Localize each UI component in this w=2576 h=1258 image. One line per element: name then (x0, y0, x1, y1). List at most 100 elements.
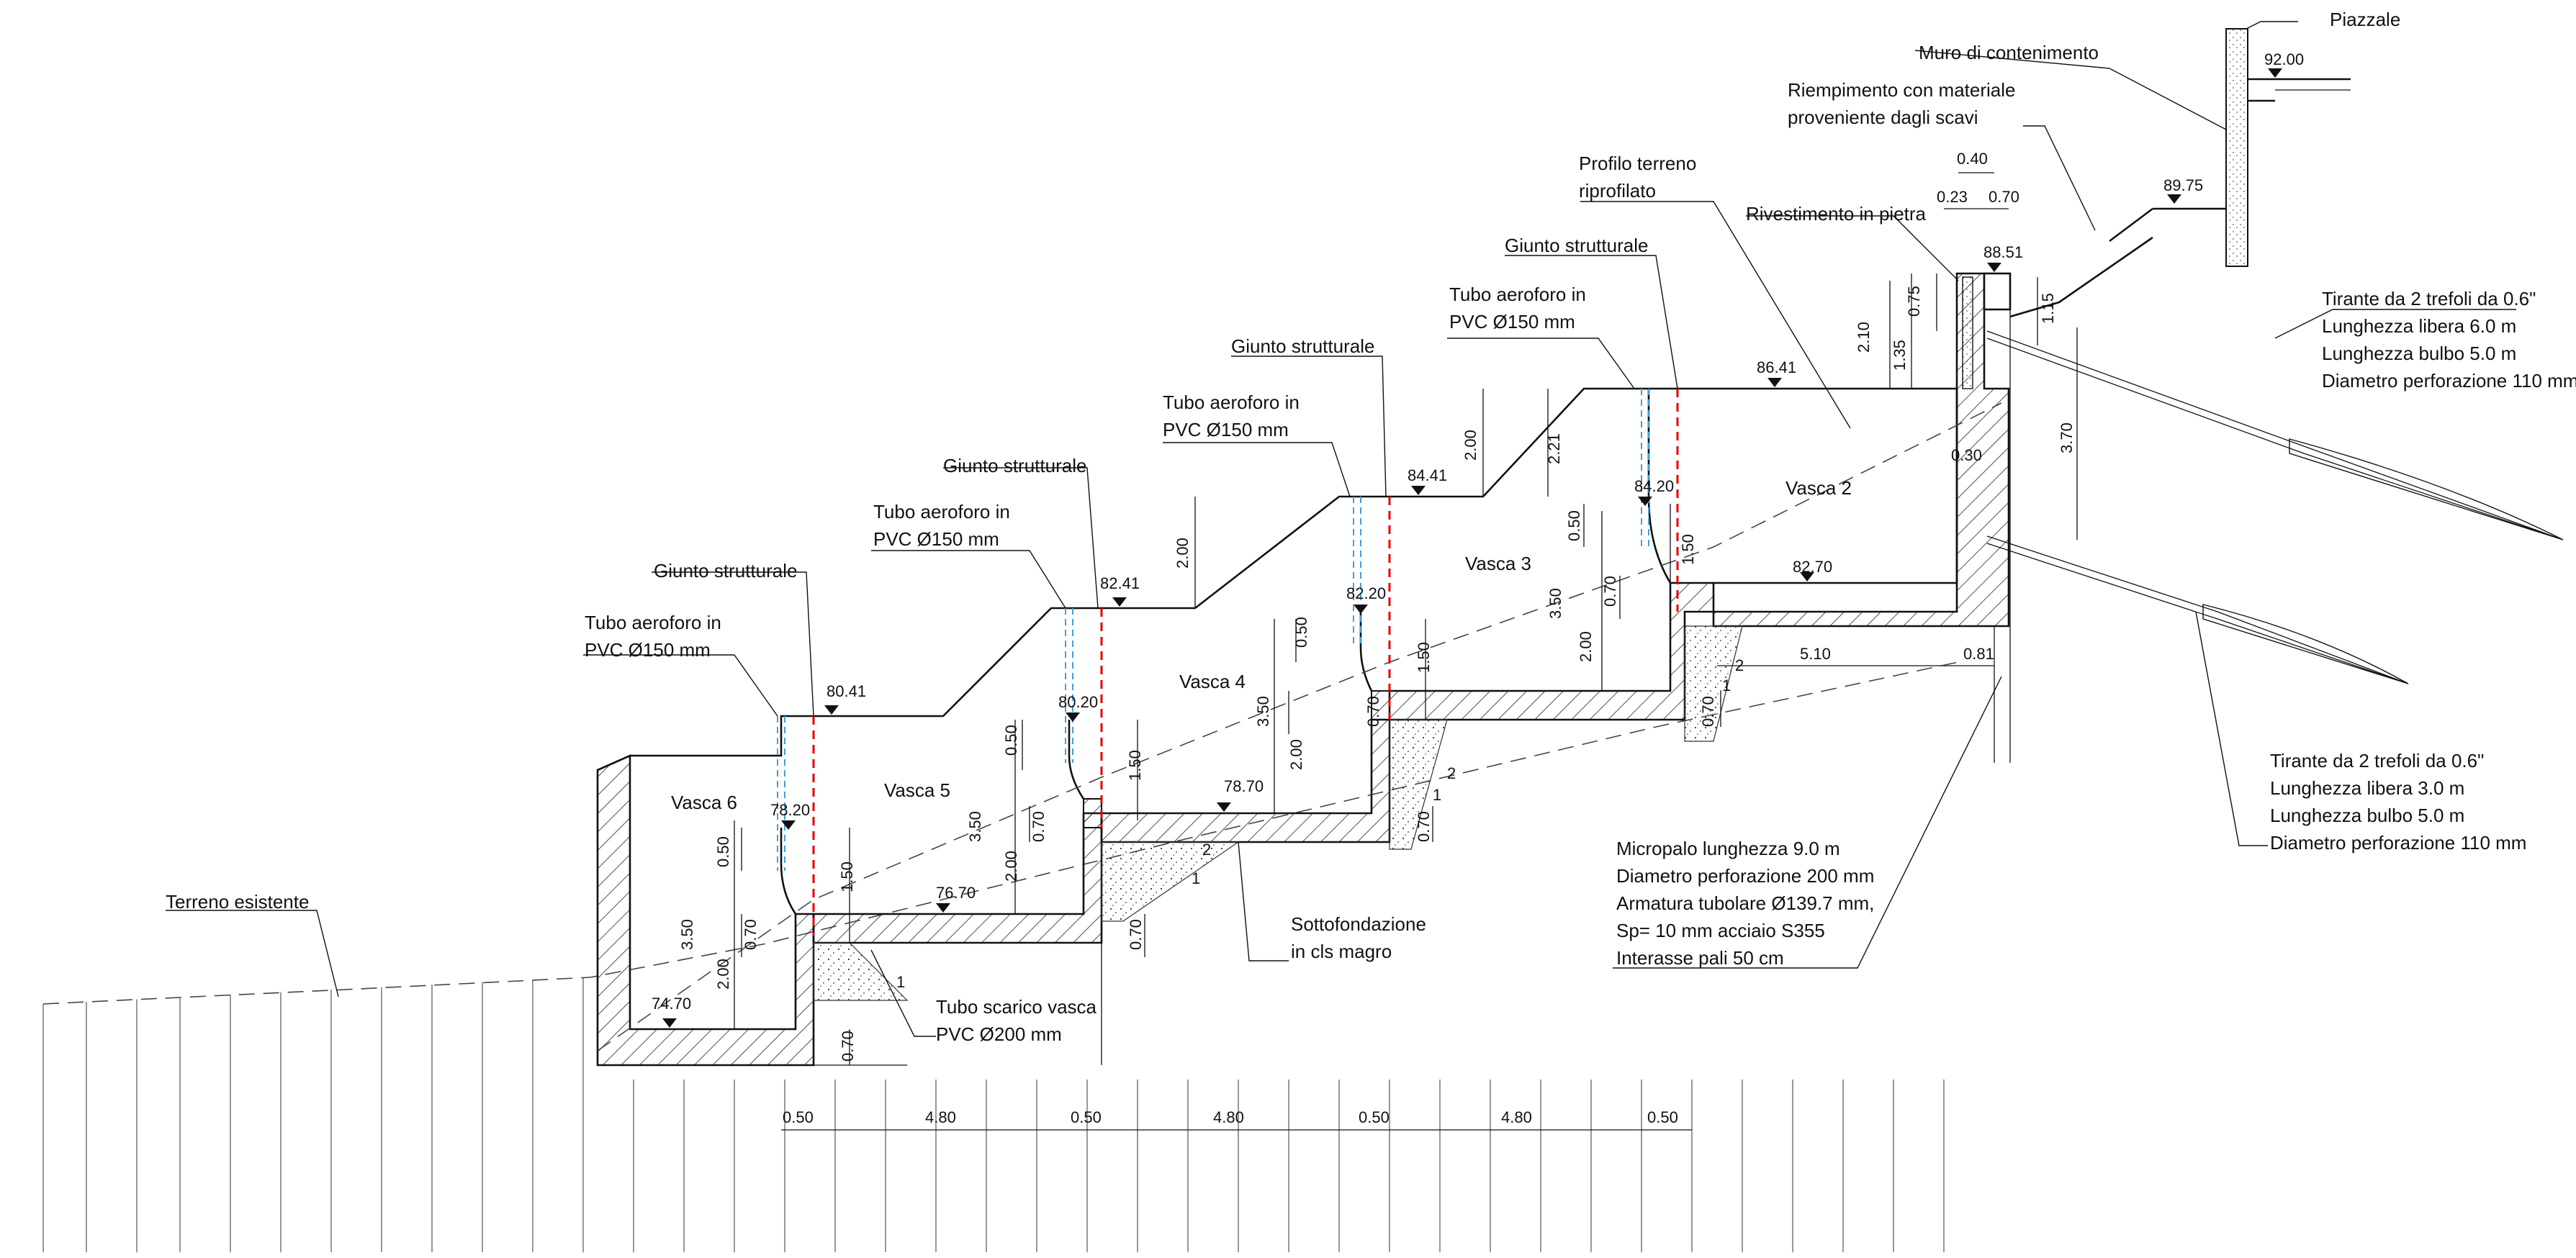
elev-wall-top: 88.51 (1983, 243, 2023, 261)
label-tubo-2b: PVC Ø150 mm (1163, 419, 1289, 440)
micropile-note: Micropalo lunghezza 9.0 m Diametro perfo… (1616, 838, 1874, 969)
micropalo-line5: Interasse pali 50 cm (1616, 947, 1784, 969)
label-vasca-2: Vasca 2 (1785, 477, 1852, 499)
dim-bottom-480-c: 4.80 (1501, 1108, 1532, 1126)
tirante-lower-line2: Lunghezza libera 3.0 m (2270, 777, 2464, 799)
vasca-2-structure (1712, 272, 2012, 763)
label-tubo-2a: Tubo aeroforo in (1163, 392, 1300, 413)
label-rivestimento: Rivestimento in pietra (1746, 203, 1927, 225)
dim-350-v6: 3.50 (678, 919, 696, 950)
dim-150-v4: 1.50 (1415, 642, 1433, 673)
vasca-6-structure (596, 754, 815, 1067)
micropalo-line3: Armatura tubolare Ø139.7 mm, (1616, 892, 1874, 914)
dim-070-v4b: 0.70 (1415, 811, 1433, 842)
label-vasca-6: Vasca 6 (671, 792, 737, 813)
dim-200-v3: 2.00 (1462, 430, 1480, 461)
label-giunto-3: Giunto strutturale (943, 455, 1086, 476)
dim-081: 0.81 (1963, 645, 1994, 663)
dim-075: 0.75 (1905, 286, 1923, 317)
retaining-wall (2109, 28, 2351, 267)
dim-050-v3: 0.50 (1565, 510, 1583, 541)
slope-1-a: 1 (1722, 676, 1731, 694)
elev-piazzale: 92.00 (2264, 50, 2304, 68)
tirante-lower-line4: Diametro perforazione 110 mm (2270, 832, 2526, 854)
dim-200-v4: 2.00 (1174, 538, 1192, 569)
slope-2-a: 2 (1735, 656, 1744, 674)
tirante-upper-line1: Tirante da 2 trefoli da 0.6" (2322, 288, 2536, 309)
dim-bottom-480-a: 4.80 (925, 1108, 956, 1126)
label-giunto-4: Giunto strutturale (654, 560, 797, 582)
elev-vasca5-top: 80.41 (827, 682, 866, 700)
dim-070-v5: 0.70 (1030, 811, 1048, 842)
dim-135: 1.35 (1891, 340, 1909, 371)
elev-vasca2-base: 82.70 (1793, 558, 1832, 576)
dim-070-v3b: 0.70 (1699, 696, 1717, 727)
label-muro: Muro di contenimento (1919, 42, 2099, 63)
label-riempimento-2: proveniente dagli scavi (1788, 107, 1978, 128)
dim-350-v3: 3.50 (1546, 588, 1564, 619)
label-tubo-3b: PVC Ø150 mm (873, 528, 999, 550)
dim-200-v5: 2.00 (1002, 851, 1020, 882)
slope-1-d: 1 (896, 973, 905, 991)
dim-bottom-050-c: 0.50 (1359, 1108, 1390, 1126)
slope-1-c: 1 (1192, 869, 1200, 887)
elev-crest: 89.75 (2163, 176, 2203, 194)
dim-023: 0.23 (1937, 188, 1968, 206)
elev-vasca2-top: 86.41 (1757, 358, 1796, 376)
dim-510: 5.10 (1800, 645, 1831, 663)
dim-115: 1.15 (2039, 293, 2057, 324)
dim-050-v5: 0.50 (1002, 725, 1020, 756)
elev-vasca6-inlet: 78.20 (770, 801, 810, 819)
elev-vasca6-base: 74.70 (652, 995, 691, 1013)
existing-ground-grid (42, 661, 1959, 1252)
vasca-5-structure (812, 720, 1103, 944)
label-giunto-1: Giunto strutturale (1505, 235, 1648, 256)
gravel-subbase (813, 625, 1743, 1066)
leader-lines (166, 21, 2516, 1037)
elevation-labels: 92.00 89.75 88.51 86.41 82.70 84.41 84.2… (652, 50, 2304, 1013)
tirante-lower-line1: Tirante da 2 trefoli da 0.6" (2270, 750, 2484, 771)
dim-200-v4b: 2.00 (1287, 739, 1305, 770)
elev-vasca3-base: 78.70 (1224, 777, 1264, 795)
label-tubo-1a: Tubo aeroforo in (1449, 284, 1586, 305)
elev-vasca3-inlet: 84.20 (1634, 477, 1674, 495)
dim-350-v5: 3.50 (966, 811, 984, 842)
label-tubo-scarico-1: Tubo scarico vasca (936, 996, 1097, 1018)
dimension-labels: 0.50 4.80 0.50 4.80 0.50 4.80 0.50 0.40 … (678, 150, 2076, 1126)
label-vasca-3: Vasca 3 (1465, 553, 1531, 574)
dim-bottom-050-d: 0.50 (1647, 1108, 1678, 1126)
elev-vasca4-inlet: 82.20 (1346, 584, 1386, 602)
dim-150-v3: 1.50 (1679, 534, 1697, 565)
dim-210: 2.10 (1855, 322, 1873, 353)
label-sottofondazione-2: in cls magro (1291, 941, 1392, 962)
label-profilo-1: Profilo terreno (1579, 153, 1696, 174)
dim-150-v6: 1.50 (838, 861, 856, 892)
slope-2-b: 2 (1447, 764, 1456, 782)
label-tubo-3a: Tubo aeroforo in (873, 501, 1010, 522)
label-riempimento-1: Riempimento con materiale (1788, 79, 2015, 101)
label-tubo-scarico-2: PVC Ø200 mm (936, 1023, 1062, 1045)
micropalo-line1: Micropalo lunghezza 9.0 m (1616, 838, 1840, 859)
label-tubo-4a: Tubo aeroforo in (585, 612, 721, 633)
dim-350-v4: 3.50 (1254, 696, 1272, 727)
dim-050-v6: 0.50 (714, 836, 732, 867)
tirante-upper-line4: Diametro perforazione 110 mm (2322, 370, 2576, 392)
dim-050-v4: 0.50 (1292, 617, 1310, 648)
dim-070-v6b: 0.70 (839, 1031, 857, 1062)
dim-040: 0.40 (1957, 150, 1988, 168)
elev-vasca5-inlet: 80.20 (1058, 693, 1098, 711)
elev-vasca4-top: 82.41 (1100, 574, 1140, 592)
label-sottofondazione-1: Sottofondazione (1291, 913, 1426, 935)
elev-vasca3-top: 84.41 (1408, 466, 1447, 484)
dim-200-v3b: 2.00 (1577, 631, 1595, 662)
dim-150-v5: 1.50 (1126, 750, 1144, 781)
micropalo-line2: Diametro perforazione 200 mm (1616, 865, 1874, 887)
dim-070-v3: 0.70 (1601, 576, 1619, 607)
label-tubo-4b: PVC Ø150 mm (585, 639, 711, 661)
dimension-lines (734, 172, 2078, 1131)
label-giunto-2: Giunto strutturale (1231, 335, 1374, 357)
reprofiled-terrain (597, 236, 2153, 1051)
slope-2-c: 2 (1202, 841, 1211, 859)
tieback-notes: Tirante da 2 trefoli da 0.6" Lunghezza l… (2270, 288, 2576, 854)
tirante-lower-line3: Lunghezza bulbo 5.0 m (2270, 805, 2464, 826)
